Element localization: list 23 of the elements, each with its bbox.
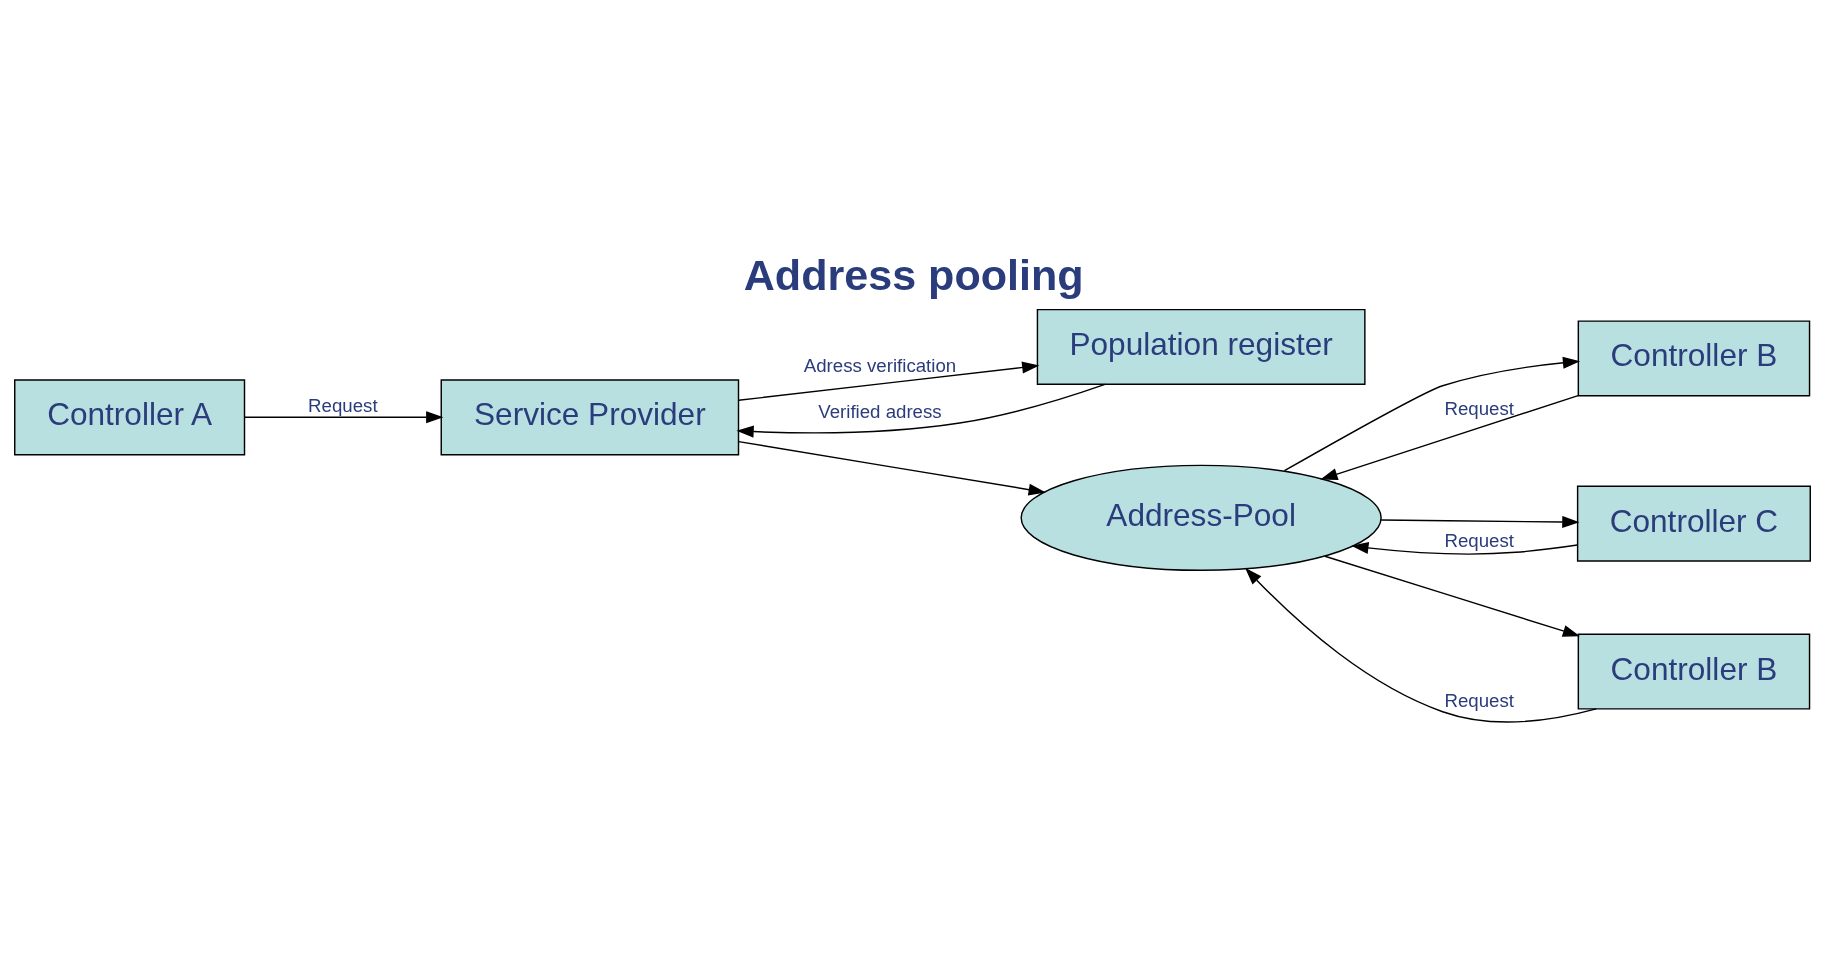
node-box: Controller C xyxy=(1576,485,1811,562)
edge-label: Request xyxy=(1444,529,1514,551)
node-box: Service Provider xyxy=(440,378,740,455)
edge-label: Request xyxy=(1444,689,1514,711)
node-box: Controller A xyxy=(14,378,246,455)
node-box: Controller B xyxy=(1577,632,1811,710)
edge-label: Adress verification xyxy=(803,354,957,376)
arrow xyxy=(1320,394,1579,480)
arrow xyxy=(244,410,444,423)
node-box: Population register xyxy=(1036,308,1366,385)
arrow xyxy=(737,361,1040,401)
arrow xyxy=(1380,515,1580,528)
arrow xyxy=(1351,541,1579,555)
edge-label: Request xyxy=(308,394,378,416)
arrow xyxy=(736,383,1106,438)
edge-label: Request xyxy=(1444,397,1514,419)
edge-label: Verified adress xyxy=(818,400,942,422)
diagram-title: Address pooling xyxy=(743,250,1084,299)
arrow xyxy=(737,440,1046,496)
node-box: Controller B xyxy=(1577,319,1811,396)
arrow xyxy=(1324,555,1581,637)
arrow xyxy=(1245,567,1597,723)
arrow xyxy=(1283,356,1581,471)
